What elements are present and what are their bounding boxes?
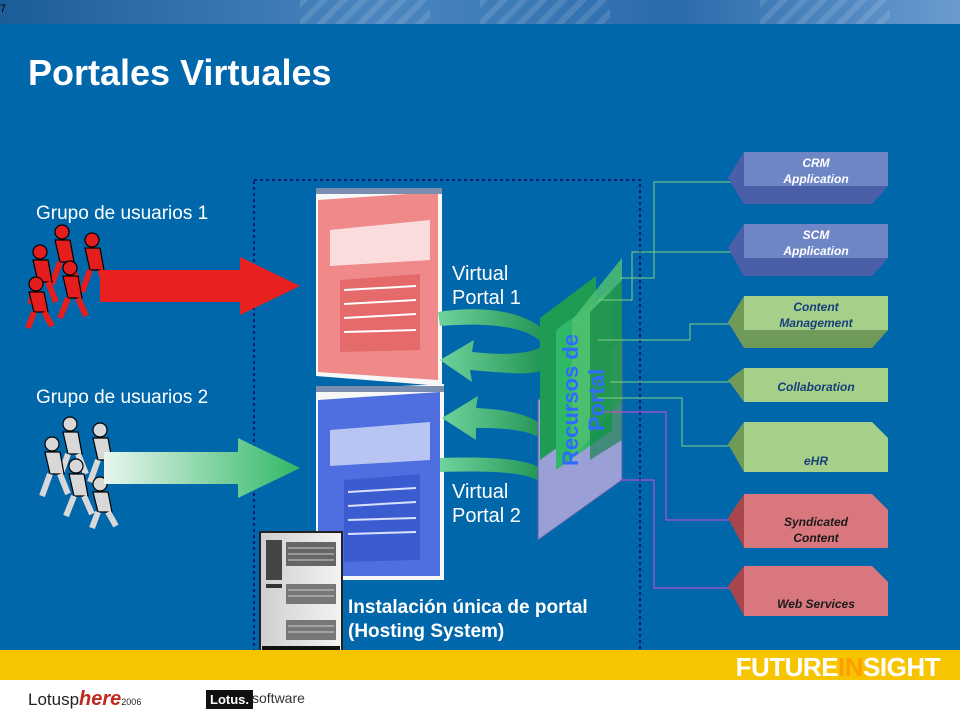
portal-resources-label: Recursos de Portal [558, 334, 609, 466]
footer-band: FUTUREINSIGHT [0, 650, 960, 683]
portal-resources-stack [537, 258, 623, 541]
portal-1-request-arrow [438, 309, 557, 360]
portal-2-request-arrow [442, 396, 556, 456]
brand-part-a: FUTURE [735, 652, 839, 682]
software-label: software [252, 690, 305, 706]
header-band [0, 0, 960, 24]
event-part-b: here [79, 688, 122, 710]
app-box-content-management [728, 296, 888, 348]
group-2-label: Grupo de usuarios 2 [36, 387, 209, 408]
brand-part-b: IN [838, 652, 864, 682]
lotusphere-logo: Lotusphere2006 [28, 688, 141, 711]
user-group-1-icon [25, 224, 111, 330]
installation-label-line1: Instalación única de portal [348, 597, 588, 618]
app-connectors [598, 181, 736, 589]
app-label-scm-line1: SCM [803, 228, 831, 242]
app-label-cm-line2: Management [779, 316, 853, 330]
app-label-syndicated-line2: Content [793, 531, 839, 545]
lotus-logo: Lotus. [206, 690, 253, 709]
app-box-web-services [728, 566, 888, 616]
event-year: 2006 [121, 697, 142, 707]
installation-label-line2: (Hosting System) [348, 621, 505, 642]
installation-label: Instalación única de portal (Hosting Sys… [348, 596, 668, 644]
header-pattern [480, 0, 610, 24]
portal-2-response-arrow [440, 457, 556, 490]
portal-1-response-arrow [440, 340, 556, 382]
portal-2-label-line2: Portal 2 [452, 505, 521, 527]
header-pattern [300, 0, 430, 24]
event-part-a: Lotusp [28, 690, 80, 709]
portal-1-label-line1: Virtual [452, 263, 509, 285]
application-boxes [728, 152, 888, 616]
portal-resources-label-line2: Portal [584, 369, 609, 431]
future-insight-logo: FUTUREINSIGHT [735, 652, 941, 683]
group-1-label: Grupo de usuarios 1 [36, 203, 209, 224]
app-box-scm [728, 224, 888, 276]
portal-1-label: Virtual Portal 1 [452, 262, 562, 310]
app-label-ehr: eHR [804, 454, 828, 468]
virtual-portal-2-screenshot [316, 384, 444, 580]
app-box-syndicated-content [728, 494, 888, 548]
user-group-2-icon [39, 416, 119, 530]
slide-number: 7 [0, 3, 7, 15]
app-label-crm-line2: Application [782, 172, 848, 186]
app-label-crm-line1: CRM [802, 156, 830, 170]
group-2-arrow [104, 438, 300, 498]
footer: FUTUREINSIGHT [0, 650, 960, 720]
portal-resources-label-line1: Recursos de [558, 334, 583, 466]
portal-2-label: Virtual Portal 2 [452, 480, 562, 528]
brand-part-c: SIGHT [863, 652, 940, 682]
portal-2-label-line1: Virtual [452, 481, 509, 503]
header-pattern [760, 0, 890, 24]
app-label-collaboration: Collaboration [777, 380, 854, 394]
virtual-portal-1-screenshot [316, 188, 442, 386]
app-box-crm [728, 152, 888, 204]
group-1-arrow [100, 257, 300, 315]
portal-1-label-line2: Portal 1 [452, 287, 521, 309]
app-label-web-services: Web Services [777, 597, 855, 611]
app-box-ehr [728, 422, 888, 472]
app-labels: CRM Application SCM Application Content … [777, 156, 855, 611]
page-title: Portales Virtuales [28, 52, 332, 93]
app-label-syndicated-line1: Syndicated [784, 515, 849, 529]
app-box-collaboration [728, 368, 888, 402]
app-label-cm-line1: Content [793, 300, 839, 314]
server-icon [259, 531, 343, 653]
app-label-scm-line2: Application [782, 244, 848, 258]
